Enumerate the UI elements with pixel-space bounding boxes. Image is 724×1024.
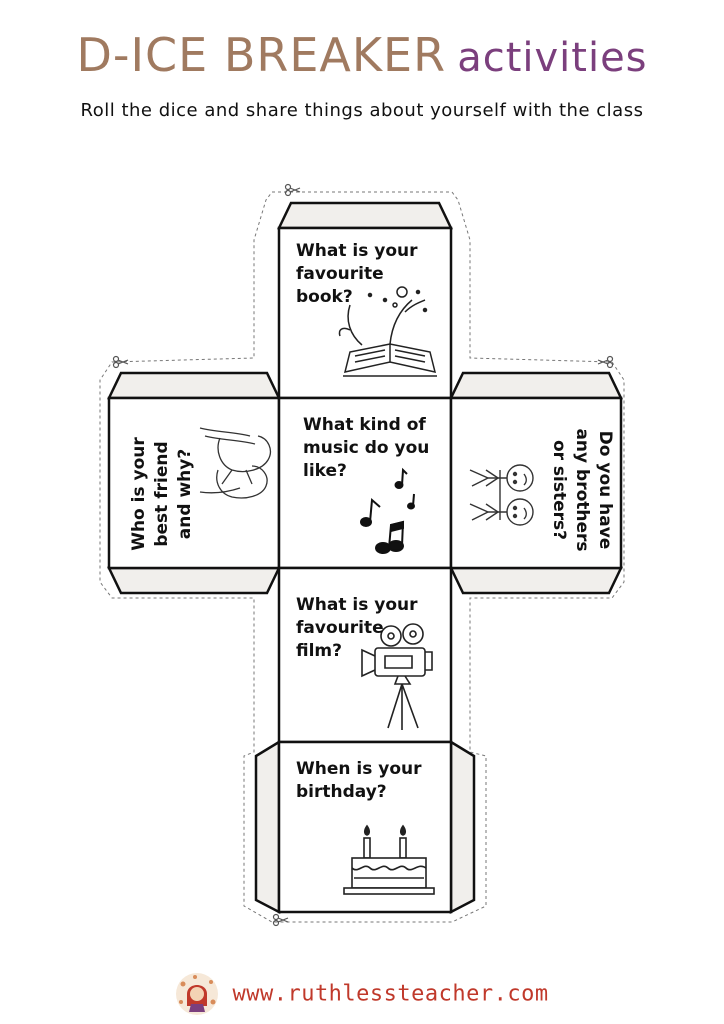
siblings-icon (469, 464, 534, 526)
question-book: What is your favourite book? (296, 241, 418, 307)
tab-right-bottom (449, 566, 623, 595)
faces (107, 226, 623, 914)
best-friends-icon (199, 427, 272, 499)
tab-bottom-left (254, 739, 281, 915)
tab-right-top (449, 371, 623, 400)
question-best-friend: Who is your best friend and why? (129, 437, 195, 551)
film-camera-icon (361, 623, 433, 730)
page-subtitle: Roll the dice and share things about you… (80, 100, 644, 121)
cut-guide (99, 191, 625, 923)
page-title: D-ICE BREAKER activities (0, 28, 724, 82)
question-birthday: When is your birthday? (296, 759, 422, 802)
question-film: What is your favourite film? (296, 595, 418, 661)
scissors-icon (112, 183, 614, 927)
tab-left-bottom (107, 566, 281, 595)
tab-bottom-right (449, 739, 476, 915)
title-sub: activities (457, 35, 648, 81)
open-book-icon (338, 286, 437, 377)
avatar (176, 973, 219, 1015)
glue-tabs (107, 201, 623, 915)
tab-left-top (107, 371, 281, 400)
footer-url[interactable]: www.ruthlessteacher.com (232, 981, 549, 1007)
question-music: What kind of music do you like? (303, 415, 430, 481)
birthday-cake-icon (343, 824, 435, 895)
face-left (107, 396, 281, 570)
title-main: D-ICE BREAKER (76, 28, 447, 82)
question-siblings: Do you have any brothers or sisters? (549, 428, 615, 552)
tab-top (277, 201, 453, 230)
footer: www.ruthlessteacher.com (0, 972, 724, 1016)
music-notes-icon (360, 467, 415, 554)
